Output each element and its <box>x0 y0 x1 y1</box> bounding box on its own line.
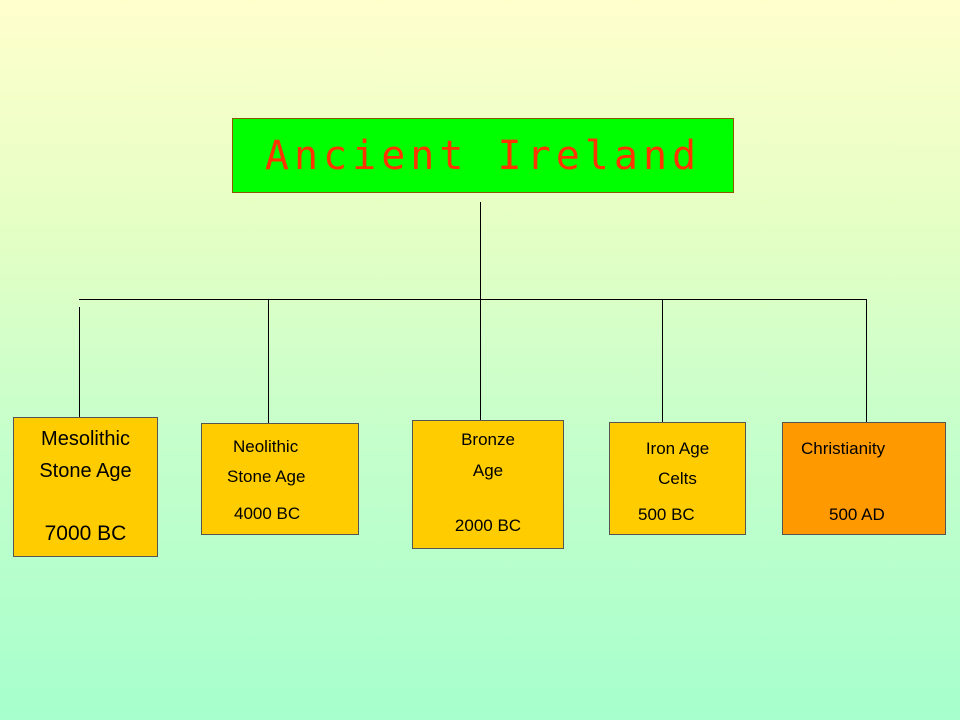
node-iron-age-line2: Celts <box>658 469 697 488</box>
node-christianity: Christianity 500 AD <box>782 422 946 535</box>
connector-mesolithic <box>79 307 80 417</box>
node-mesolithic-line3: 7000 BC <box>44 522 127 545</box>
trunk-connector <box>480 202 481 300</box>
node-bronze-line3: 2000 BC <box>454 516 522 535</box>
connector-christianity <box>866 299 867 422</box>
node-neolithic: Neolithic Stone Age 4000 BC <box>201 423 359 535</box>
diagram-title: Ancient Ireland <box>264 132 702 179</box>
title-box: Ancient Ireland <box>232 118 734 193</box>
node-bronze-line1: Bronze <box>461 430 515 449</box>
node-christianity-line2: 500 AD <box>829 505 885 524</box>
node-mesolithic: Mesolithic Stone Age 7000 BC <box>13 417 158 557</box>
connector-iron <box>662 299 663 422</box>
node-mesolithic-line1: Mesolithic <box>41 428 130 450</box>
connector-bronze <box>480 299 481 420</box>
node-bronze: Bronze Age 2000 BC <box>412 420 564 549</box>
node-iron-age-line1: Iron Age <box>645 439 710 458</box>
node-neolithic-line2: Stone Age <box>227 467 306 486</box>
connector-neolithic <box>268 299 269 423</box>
node-christianity-line1: Christianity <box>801 439 886 458</box>
node-bronze-line2: Age <box>472 461 504 480</box>
node-neolithic-line3: 4000 BC <box>234 504 301 523</box>
node-iron-age-line3: 500 BC <box>638 505 695 524</box>
node-neolithic-line1: Neolithic <box>233 437 299 456</box>
horizontal-connector <box>79 299 867 300</box>
node-mesolithic-line2: Stone Age <box>39 460 132 482</box>
node-iron-age: Iron Age Celts 500 BC <box>609 422 746 535</box>
